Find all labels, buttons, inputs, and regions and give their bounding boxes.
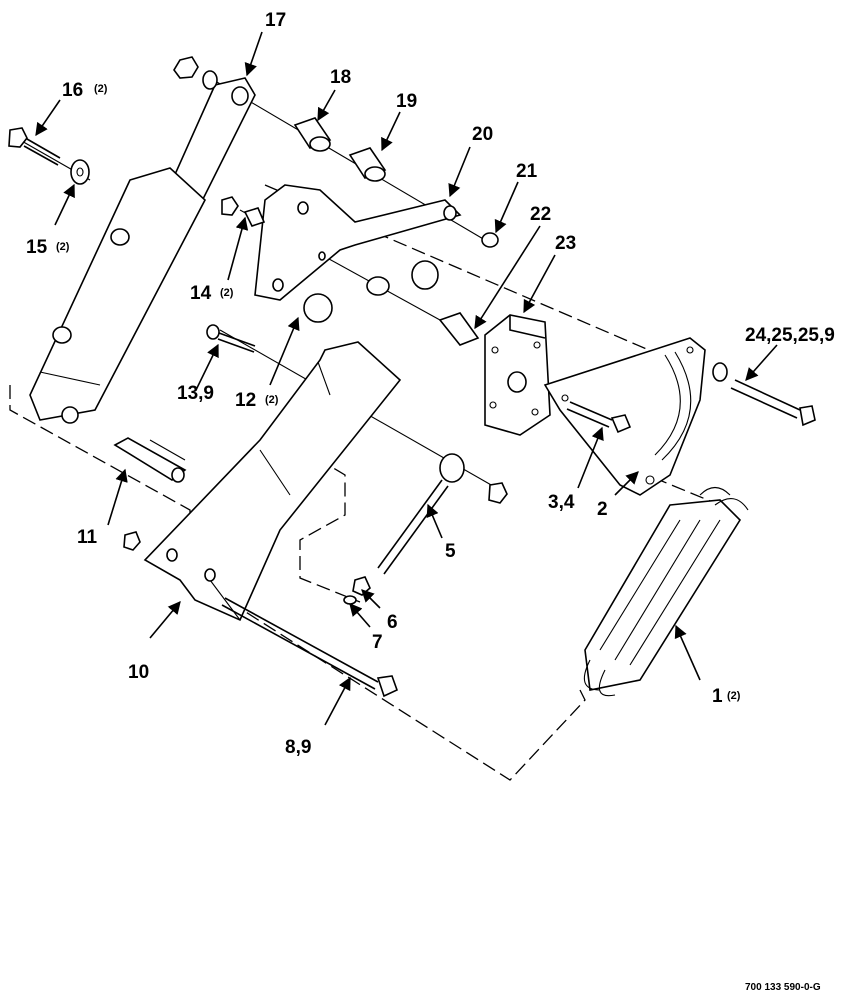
callout-1-qty: (2) [727, 690, 741, 702]
washer-15-hole [76, 167, 84, 177]
callout-7: 7 [372, 632, 383, 653]
callout-8-9: 8,9 [285, 737, 311, 758]
callout-16-qty: (2) [94, 83, 108, 95]
nut-21 [481, 232, 499, 248]
bolt-24-washer [712, 362, 816, 427]
rod-end-5 [377, 453, 508, 575]
washer-15 [70, 159, 90, 185]
callout-12-qty: (2) [265, 394, 279, 406]
callout-19: 19 [396, 91, 417, 112]
callout-16: 16 [62, 80, 83, 101]
center-bushings [303, 260, 439, 323]
callout-22: 22 [530, 204, 551, 225]
callout-2: 2 [597, 499, 608, 520]
document-number: 700 133 590-0-G [745, 982, 821, 993]
bushing-19 [348, 147, 387, 182]
bolt-13 [206, 324, 256, 353]
callout-14: 14 [190, 283, 212, 304]
callout-23: 23 [555, 233, 576, 254]
callout-10: 10 [128, 662, 149, 683]
bolt-3-4 [566, 401, 632, 434]
bolt-8-9 [221, 597, 398, 698]
nut-spacer-14 [221, 196, 266, 227]
callout-21: 21 [516, 161, 538, 182]
callout-14-qty: (2) [220, 287, 234, 299]
callout-5: 5 [445, 541, 456, 562]
bushing-18 [293, 117, 332, 152]
callout-18: 18 [330, 67, 351, 88]
callout-1: 1 [712, 686, 723, 707]
callout-20: 20 [472, 124, 493, 145]
pin-22 [438, 312, 480, 346]
triangular-bracket-20 [254, 184, 462, 301]
nut-11 [123, 531, 141, 551]
callout-6: 6 [387, 612, 398, 633]
main-bracket-10 [143, 341, 402, 622]
callout-leaders [35, 31, 778, 726]
washer-7 [343, 595, 357, 605]
mounting-block-23 [484, 314, 551, 436]
callout-17: 17 [265, 10, 286, 31]
callout-labels: 17 16 (2) 15 (2) 18 19 20 21 22 23 14 (2… [26, 10, 835, 993]
callout-3-4: 3,4 [548, 492, 575, 513]
nut-6 [352, 576, 371, 596]
callout-15-qty: (2) [56, 241, 70, 253]
callout-15: 15 [26, 237, 48, 258]
callout-13-9: 13,9 [177, 383, 214, 404]
bolt-16 [8, 127, 61, 166]
spacer-tube-11 [113, 437, 187, 483]
cylinder-top-nut-washer [173, 56, 218, 90]
callout-24-25-25-9: 24,25,25,9 [745, 325, 835, 346]
hydraulic-cylinder-17 [29, 77, 256, 424]
extension-springs-1 [583, 486, 749, 697]
callout-12: 12 [235, 390, 256, 411]
callout-11: 11 [77, 527, 98, 548]
